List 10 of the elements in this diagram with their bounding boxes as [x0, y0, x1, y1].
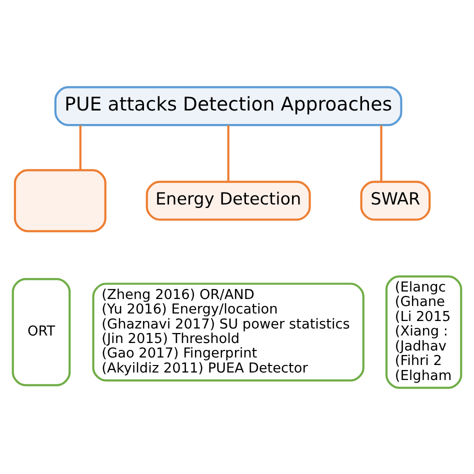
node-box [14, 168, 106, 232]
connector [79, 124, 82, 170]
connector [380, 124, 382, 182]
node-box: (Zheng 2016) OR/AND (Yu 2016) Energy/location (Ghaznavi 2017) SU power statistics (Jin 2015) Threshold (Gao 2017) Fingerprint (Akyildiz 2011) PUEA Detector [92, 282, 364, 381]
connector [227, 124, 230, 182]
node-box: ORT [12, 277, 71, 386]
node-box: SWAR [360, 180, 431, 220]
node-box: PUE attacks Detection Approaches [54, 86, 402, 126]
node-box: (Elangc (Ghane (Li 2015 (Xiang : (Jadhav (Fihri 2 (Elgham [385, 274, 462, 388]
node-box: Energy Detection [146, 180, 311, 220]
